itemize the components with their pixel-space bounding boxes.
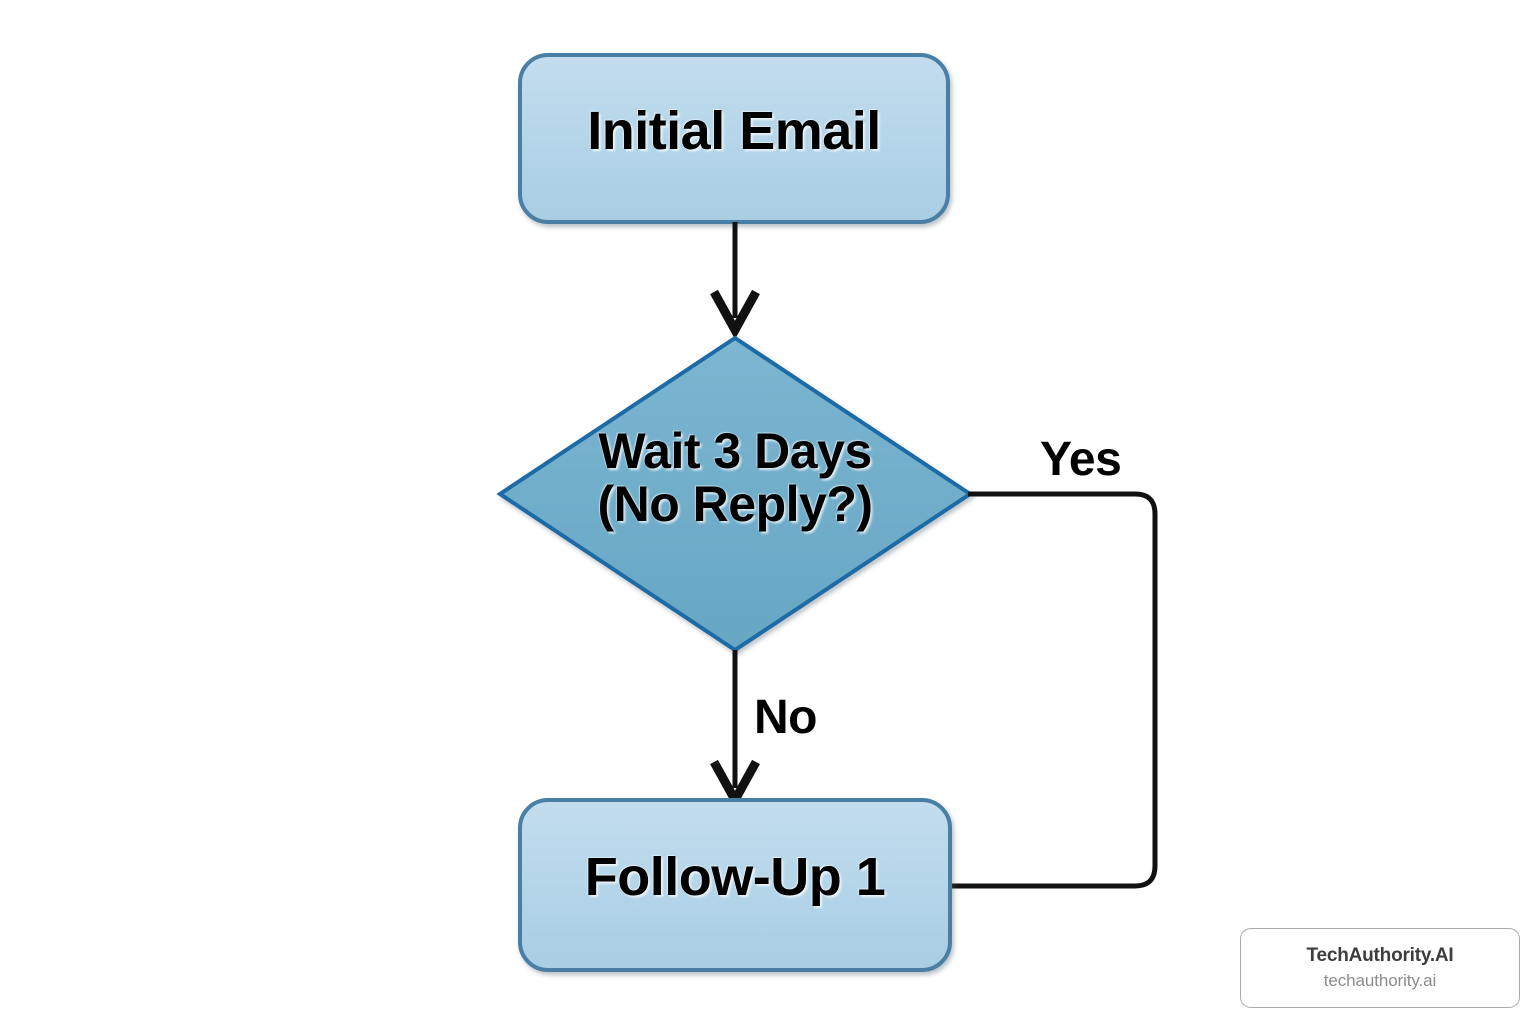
node-wait-3-days[interactable] — [496, 335, 974, 653]
watermark-badge: TechAuthority.AI techauthority.ai — [1240, 928, 1520, 1008]
watermark-brand-name: TechAuthority.AI — [1306, 945, 1454, 966]
watermark-url: techauthority.ai — [1323, 971, 1437, 990]
node-initial-email[interactable] — [518, 53, 950, 224]
edge-decision-no — [710, 650, 760, 810]
node-follow-up-1[interactable] — [518, 798, 952, 972]
edge-initial-to-decision — [710, 222, 760, 340]
edge-decision-yes — [950, 491, 1158, 889]
